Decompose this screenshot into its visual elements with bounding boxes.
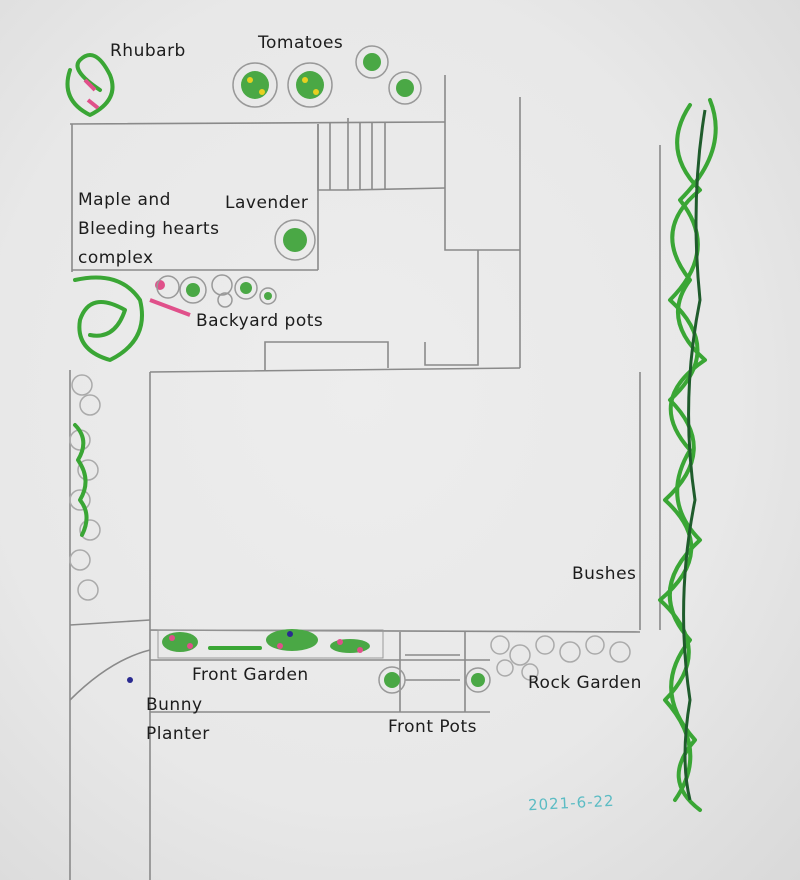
label-front-garden: Front Garden [192, 665, 309, 685]
label-lavender: Lavender [225, 193, 309, 213]
label-bunny-planter: Bunny Planter [146, 695, 210, 744]
label-bushes: Bushes [572, 564, 637, 584]
maple-bleeding-hearts-complex [73, 275, 191, 362]
bushes-hedge [658, 98, 718, 812]
lavender-plant [274, 219, 316, 261]
property-lines [69, 75, 661, 880]
label-rock-garden: Rock Garden [528, 673, 642, 693]
tomato-plants [232, 45, 422, 108]
backyard-pots [156, 274, 277, 308]
rock-garden [490, 635, 631, 681]
front-pots [378, 666, 491, 694]
label-maple-complex: Maple and Bleeding hearts complex [78, 190, 220, 268]
rhubarb-plant [65, 53, 115, 117]
label-front-pots: Front Pots [388, 717, 477, 737]
label-rhubarb: Rhubarb [110, 41, 186, 61]
label-tomatoes: Tomatoes [258, 33, 344, 53]
label-backyard-pots: Backyard pots [196, 311, 324, 331]
front-garden-bed [127, 629, 384, 683]
left-rock-border [69, 374, 101, 601]
